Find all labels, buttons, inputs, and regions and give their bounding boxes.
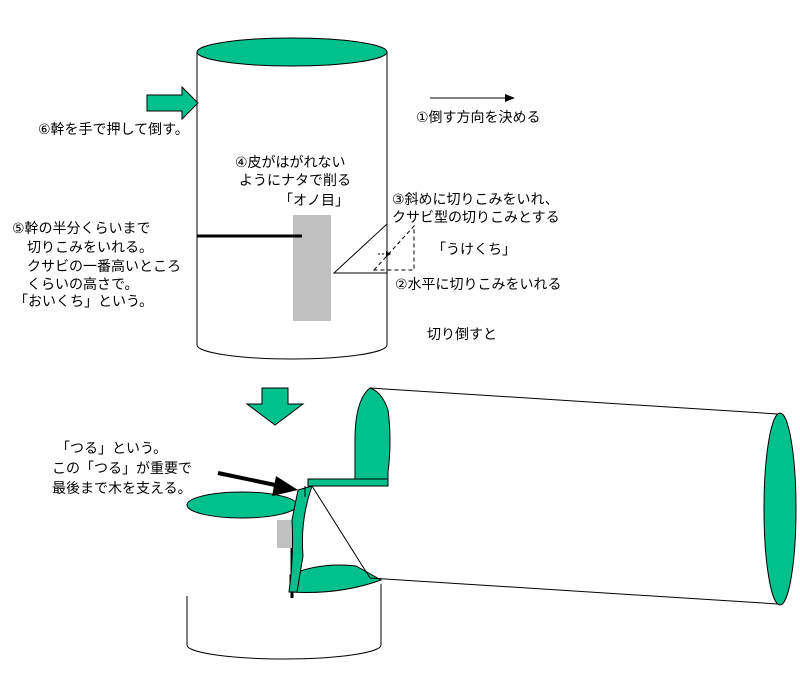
label-tsuru-3: 最後まで木を支える。 [52, 481, 192, 497]
label-diagonal-2: クサビ型の切りこみとする [392, 210, 560, 226]
stump [0, 484, 383, 660]
direction-arrow-head [505, 94, 515, 102]
label-horizontal-cut: ②水平に切りこみをいれる [395, 277, 562, 293]
wedge-notch [332, 222, 388, 274]
tsuru-pointer-head [272, 476, 298, 496]
label-half-1: ⑤幹の半分くらいまで [12, 221, 151, 237]
label-direction: ①倒す方向を決める [416, 110, 541, 126]
label-half-4: くらいの高さで。 [27, 277, 139, 293]
label-tsuru-2: この「つる」が重要で [52, 461, 192, 477]
log-end-face [763, 412, 797, 606]
label-bark-2: ようにナタで削る [239, 173, 351, 189]
wedge-guide-dashed [372, 224, 415, 271]
tsuru-pointer-shaft [217, 471, 281, 488]
stump-notch-floor [289, 564, 383, 593]
trunk-top-face [196, 37, 388, 67]
label-half-2: 切りこみをいれる。 [27, 240, 153, 256]
label-push-trunk: ⑥幹を手で押して倒す。 [38, 122, 189, 138]
axe-mark-block [293, 215, 331, 321]
hinge-tsuru [288, 485, 313, 593]
down-arrow [245, 387, 305, 426]
label-half-3: クサビの一番高いところ [27, 259, 181, 275]
label-tsuru-1: 「つる」という。 [56, 441, 168, 457]
stump-axe-mark [277, 520, 293, 548]
label-ukekuchi: 「うけくち」 [432, 242, 516, 258]
label-after-cut: 切り倒すと [427, 327, 497, 343]
wedge-small-arrow-head [386, 251, 391, 257]
fallen-log [354, 387, 797, 606]
hinge-ledge [307, 478, 389, 487]
push-arrow [146, 85, 199, 121]
label-half-5: 「おいくち」という。 [14, 294, 154, 310]
standing-trunk [196, 37, 388, 360]
label-bark-1: ④皮がはがれない [235, 155, 346, 171]
label-axe-mark: 「オノ目」 [279, 193, 349, 209]
label-diagonal-1: ③斜めに切りこみをいれ、 [392, 192, 559, 208]
